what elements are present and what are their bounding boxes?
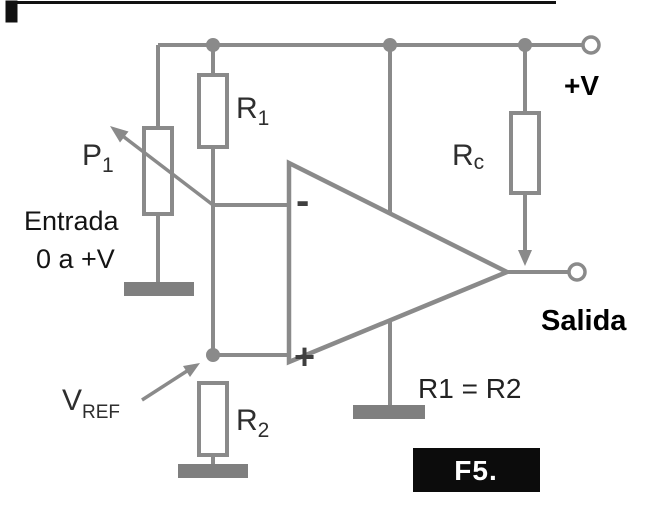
vref-label: VREF <box>62 384 120 423</box>
input-label-line2: 0 a +V <box>36 244 115 274</box>
supply-label: +V <box>564 70 599 101</box>
figure-caption-box <box>413 448 540 492</box>
junction-dot <box>383 38 397 52</box>
vref-arrow-shaft <box>141 369 188 402</box>
opamp-inverting-sign: - <box>296 179 309 223</box>
input-label-line1: Entrada <box>24 206 120 236</box>
figure-caption-label: F5. <box>454 455 497 486</box>
output-label: Salida <box>541 305 627 337</box>
vref-arrowhead-icon <box>183 363 200 377</box>
rc-resistor-body <box>509 111 541 195</box>
opamp-ground-symbol <box>353 405 425 419</box>
equation-label: R1 = R2 <box>418 373 522 404</box>
r2-resistor-body <box>197 381 229 457</box>
junction-dot-vref <box>206 348 220 362</box>
rc-label: Rc <box>452 139 484 174</box>
scan-artifact-corner-mark <box>5 0 18 23</box>
p1-wiper-wire <box>122 135 215 207</box>
p1-label: P1 <box>82 139 114 177</box>
r1-label: R1 <box>236 92 269 130</box>
r2-ground-symbol <box>178 464 248 478</box>
rc-output-arrowhead-icon <box>518 250 532 266</box>
junction-dot <box>206 38 220 52</box>
p1-wiper-arrowhead-icon <box>110 126 129 143</box>
r1-resistor-body <box>197 73 229 149</box>
supply-terminal <box>581 35 601 55</box>
junction-dot <box>518 38 532 52</box>
r2-label: R2 <box>236 404 269 442</box>
output-terminal <box>567 262 587 282</box>
opamp-noninverting-sign: + <box>294 336 315 377</box>
opamp-triangle <box>286 159 513 366</box>
p1-ground-symbol <box>124 282 194 296</box>
